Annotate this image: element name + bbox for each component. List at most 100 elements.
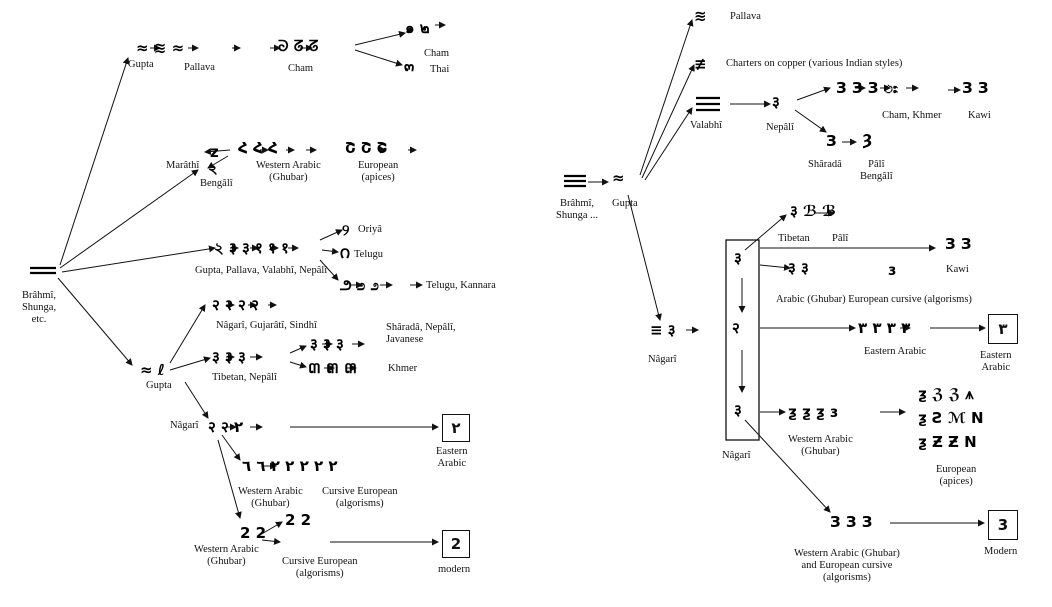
kawi-glyph: З З (962, 79, 989, 97)
cham-leaf-label: Cham (424, 48, 450, 59)
cursive-european-label-2: Cursive European (algorisms) (282, 556, 358, 579)
gupta-label: Gupta (612, 198, 638, 209)
valabhi-label: Valabhî (690, 120, 723, 131)
gupta-pallava-label: Gupta, Pallava, Valabhî, Nepâlî (195, 265, 328, 276)
gupta-top-label: Gupta (128, 59, 154, 70)
nagari-column-box (725, 239, 760, 441)
apices-glyph: Շ Շ Շ (345, 139, 388, 157)
nagari-column-glyph: ३ (734, 401, 742, 419)
nagari-label: Nâgarî (170, 420, 199, 431)
gupta-mid-label: Gupta (146, 380, 172, 391)
pallava-label: Pallava (730, 11, 761, 22)
apices-glyph: ƺ Ƨ ℳ Ν (918, 409, 984, 427)
gupta-glyph: ≈ (612, 169, 625, 187)
modern-box: 2 (442, 530, 470, 558)
apices-glyph: ƺ Ƶ Ƶ N (918, 433, 977, 451)
edge (289, 345, 307, 354)
telugu-label: Telugu (354, 249, 384, 260)
edge (57, 277, 133, 366)
pallava-glyph: ≋ (694, 7, 707, 25)
arabic-ghubar-glyph: ३ ३ (788, 259, 809, 277)
eastern-arabic-box-label: Eastern Arabic (980, 350, 1012, 373)
pallava-label: Pallava (184, 62, 215, 73)
edge (644, 107, 693, 181)
khmer-label: Khmer (388, 363, 418, 374)
kawi-label: Kawi (946, 264, 969, 275)
nagari-label: Nâgarî (648, 354, 677, 365)
bengali-glyph: ২ (208, 159, 218, 177)
apices-label: European (apices) (936, 464, 977, 487)
brahmi-label: Brâhmî, Shunga ... (556, 198, 598, 221)
eastern-arabic-box: ٣ (988, 314, 1018, 344)
tibetan-label: Tibetan (778, 233, 810, 244)
western-arabic-glyph: 2 2 (240, 524, 267, 542)
sharada-label: Shâradâ (808, 159, 842, 170)
pali-label: Pâlî (832, 233, 849, 244)
edge (319, 229, 343, 241)
nagari-column-glyph: २ (732, 319, 740, 337)
khmer-glyph: ៣ ៣ ៣ (308, 359, 357, 377)
bengali-label: Bengâlî (200, 178, 233, 189)
ghubar-glyph: Հ Հ Հ (238, 139, 278, 157)
eastern-arabic-glyph: ٣ ٣ ٣ ٣ (858, 319, 911, 337)
nepali-glyph: ३ (772, 93, 780, 111)
sharada-label: Shâradâ, Nepâlî, Javanese (386, 322, 456, 345)
edge (259, 521, 283, 536)
edge (217, 439, 242, 519)
cursive-european-label: Cursive European (algorisms) (322, 486, 398, 509)
modern-box: 3 (988, 510, 1018, 540)
gupta-mid-glyph: ≈ ℓ (140, 361, 165, 379)
edge (744, 214, 787, 251)
edge (794, 109, 827, 133)
brahmi-label: Brâhmî, Shunga, etc. (21, 290, 57, 325)
kawi-glyph: З З (945, 235, 972, 253)
ghubar-label: Western Arabic (Ghubar) (788, 434, 853, 457)
marathi-glyph: z (210, 143, 219, 161)
thai-glyph: ๑ ๒ (405, 19, 430, 37)
edge (796, 86, 831, 101)
sharada-glyph: З (826, 132, 837, 150)
edge (61, 245, 216, 273)
edge (289, 361, 307, 369)
nagari-glyph: २ २ ٢ (208, 418, 244, 436)
cham-khmer-glyph: З З З ႜ (836, 79, 899, 97)
cursive-glyph: 2 2 (285, 511, 312, 529)
edge (169, 356, 211, 371)
modern-label: Modern (984, 546, 1018, 557)
pali-glyph: Ȝ (862, 131, 873, 149)
thai-label: Thai (430, 64, 450, 75)
pallava-glyph: ≈ ≋ ≈ (136, 39, 185, 57)
edge (321, 247, 339, 255)
nagari-glyph: ≡ ३ (650, 321, 676, 339)
marathi-label: Marâthî (166, 160, 200, 171)
gupta-row-glyph: ২ ३ ३ १ १ १ (214, 239, 289, 257)
telugu-glyph: ౧ (340, 244, 350, 262)
eastern-arabic-label: Eastern Arabic (436, 446, 468, 469)
charters-glyph: ≢ (694, 55, 707, 73)
cursive-glyph: З З З (830, 513, 873, 531)
nagari-box-label: Nâgarî (722, 450, 751, 461)
nagari-row-label: Nâgarî, Gujarâtî, Sindhî (216, 320, 317, 331)
telugu-kannara-glyph: ౨ ೨ ೨ (340, 276, 379, 294)
modern-label: modern (438, 564, 471, 575)
western-arabic-glyph: ٢ ٢ ٢ ٢ ٢ ٦ ٦ (242, 457, 338, 475)
edge (759, 263, 791, 271)
edge (354, 30, 406, 46)
nagari-row-glyph: २ २ २ २ (212, 296, 259, 314)
ghubar-label-2: Western Arabic (Ghubar) (238, 486, 303, 509)
european-cursive-glyph: ɜ (888, 261, 897, 279)
edge (207, 155, 229, 169)
edge (204, 148, 231, 156)
ghubar-label-3: Western Arabic (Ghubar) (194, 544, 259, 567)
nepali-label: Nepâlî (766, 122, 794, 133)
ghubar-label: Western Arabic (Ghubar) (256, 160, 321, 183)
edge (169, 304, 206, 364)
nagari-column-glyph: ३ (734, 249, 742, 267)
edge (59, 57, 130, 266)
edge (639, 19, 694, 176)
edge (627, 194, 662, 321)
edge (221, 434, 241, 461)
cham-khmer-label: Cham, Khmer (882, 110, 942, 121)
cham-glyph: ᘐ ᘔ ᘔ (278, 37, 319, 55)
